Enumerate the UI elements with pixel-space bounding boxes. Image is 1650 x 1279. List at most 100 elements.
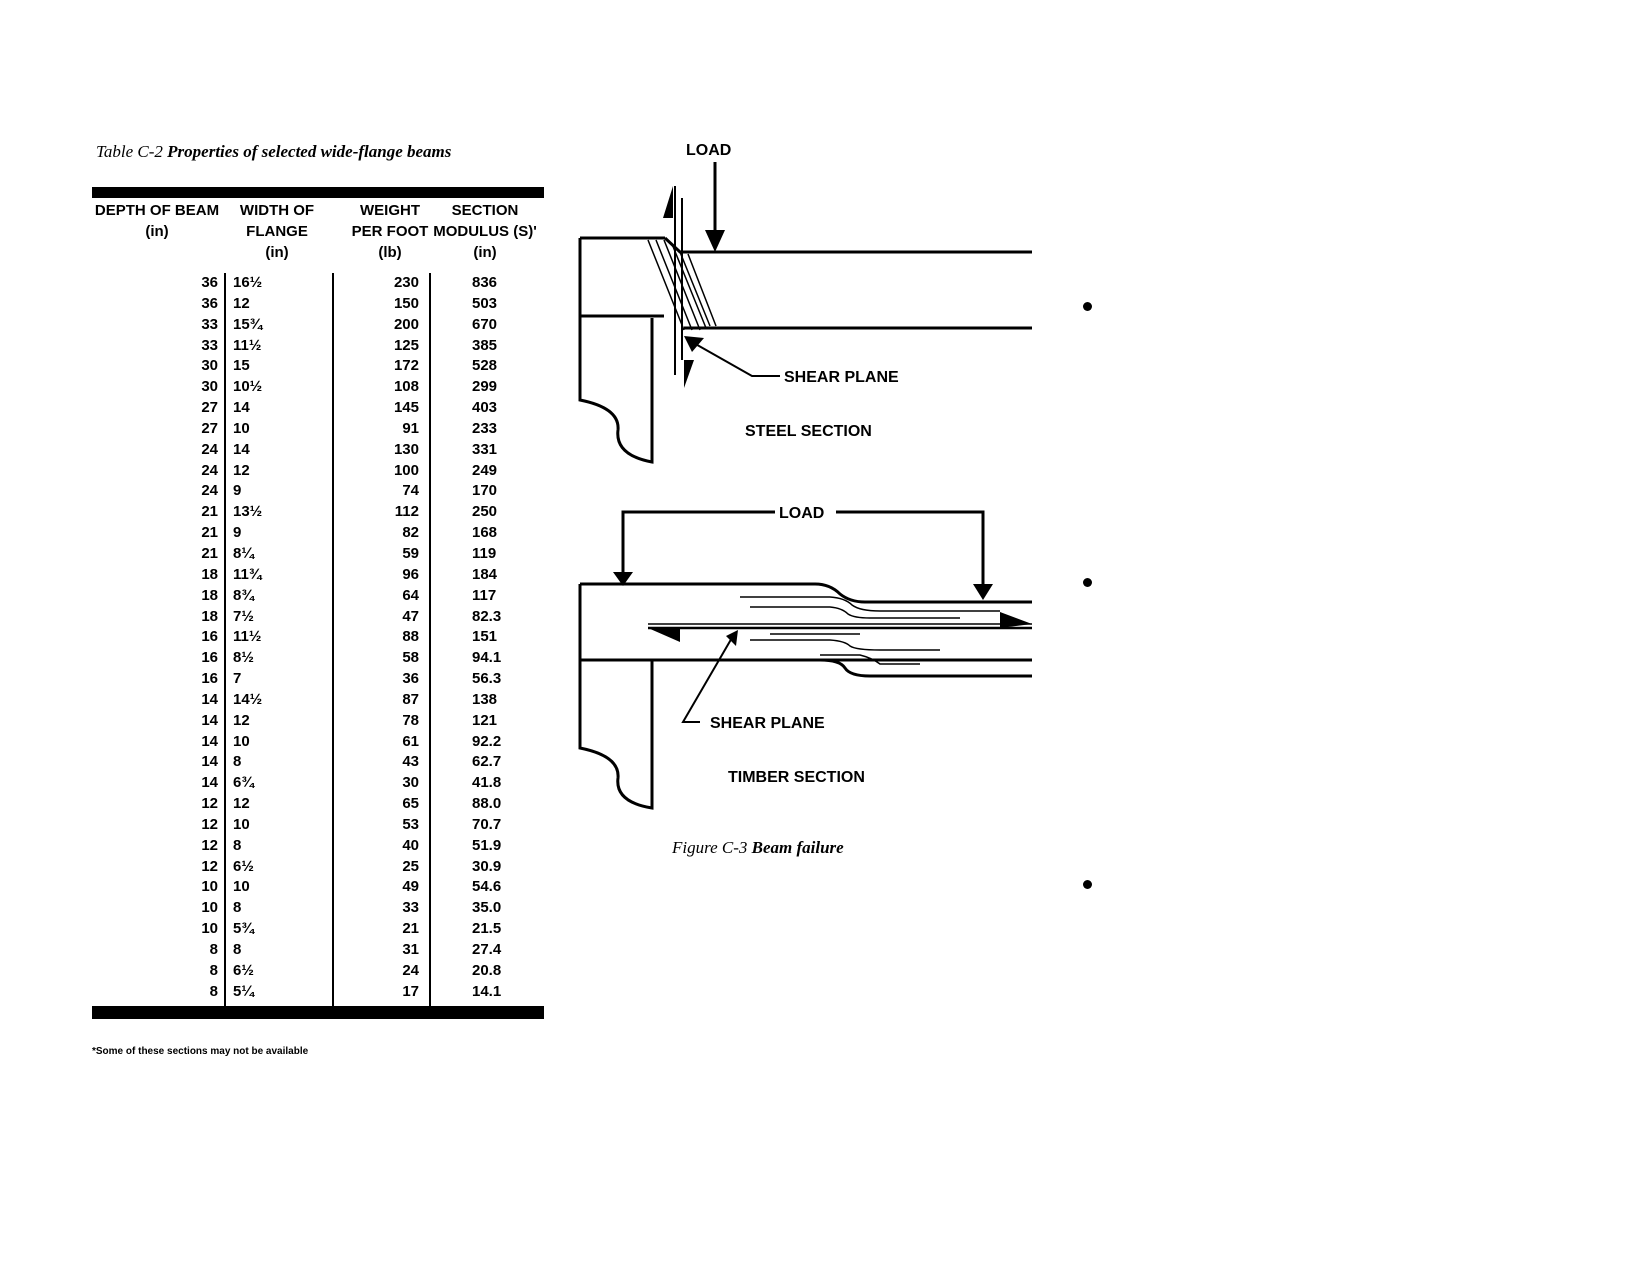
cell-weight: 200	[393, 315, 419, 333]
cell-flange-width: 6½	[233, 857, 254, 875]
figure-caption-main: Beam failure	[751, 838, 844, 857]
steel-shear-arrow-leader	[684, 336, 704, 352]
column-separator	[332, 273, 334, 1009]
steel-load-arrowhead	[705, 230, 725, 252]
timber-load-label: LOAD	[779, 505, 824, 522]
cell-depth: 10	[201, 899, 218, 917]
cell-weight: 40	[402, 836, 419, 854]
cell-weight: 43	[402, 753, 419, 771]
cell-weight: 172	[393, 357, 419, 375]
cell-weight: 65	[402, 795, 419, 813]
cell-flange-width: 12	[233, 711, 250, 729]
cell-depth: 36	[201, 274, 218, 291]
cell-depth: 18	[201, 565, 218, 583]
cell-section-modulus: 119	[472, 544, 497, 562]
cell-weight: 31	[402, 941, 419, 958]
header-depth: DEPTH OF BEAM (in)	[94, 202, 220, 240]
cell-weight: 33	[402, 899, 419, 917]
margin-bullet	[1083, 880, 1092, 889]
cell-weight: 112	[394, 503, 419, 521]
cell-section-modulus: 331	[472, 440, 498, 458]
table-footnote: *Some of these sections may not be avail…	[92, 1046, 309, 1057]
cell-flange-width: 7½	[233, 607, 254, 625]
figure-caption: Figure C-3 Beam failure	[672, 838, 844, 858]
steel-shear-label: SHEAR PLANE	[784, 369, 899, 386]
cell-section-modulus: 250	[472, 503, 498, 521]
cell-weight: 74	[402, 482, 419, 500]
cell-depth: 14	[201, 732, 218, 750]
cell-section-modulus: 151	[472, 628, 498, 646]
timber-load-bracket	[621, 510, 775, 578]
cell-depth: 14	[201, 690, 218, 708]
cell-section-modulus: 51.9	[472, 836, 502, 854]
cell-weight: 91	[402, 419, 419, 437]
cell-flange-width: 11¾	[233, 565, 262, 583]
cell-section-modulus: 233	[472, 419, 498, 437]
cell-weight: 30	[402, 774, 419, 792]
cell-section-modulus: 670	[472, 315, 498, 333]
cell-flange-width: 10	[233, 419, 250, 437]
cell-depth: 16	[201, 628, 218, 646]
cell-depth: 10	[201, 920, 218, 938]
margin-bullet	[1083, 302, 1092, 311]
cell-weight: 88	[402, 628, 419, 646]
cell-flange-width: 9	[233, 482, 242, 500]
steel-load-label: LOAD	[686, 142, 731, 159]
timber-load-arrowhead-left	[613, 572, 633, 586]
cell-depth: 14	[201, 753, 218, 771]
cell-depth: 12	[201, 795, 218, 813]
timber-leader-arrowhead	[726, 630, 738, 646]
cell-depth: 21	[201, 524, 218, 542]
cell-flange-width: 8	[233, 899, 242, 917]
cell-flange-width: 15	[233, 357, 250, 375]
cell-flange-width: 10	[233, 878, 250, 896]
timber-shear-lines	[648, 596, 1032, 665]
cell-section-modulus: 121	[472, 711, 498, 729]
steel-leader-line	[691, 341, 780, 377]
cell-weight: 96	[402, 565, 419, 583]
timber-load-arrowhead-right	[973, 584, 993, 600]
cell-weight: 58	[402, 649, 419, 667]
timber-beam-top	[580, 582, 1032, 604]
cell-section-modulus: 385	[472, 336, 498, 354]
cell-depth: 8	[209, 961, 218, 979]
cell-section-modulus: 117	[472, 586, 497, 604]
timber-shear-arrowhead-left	[648, 628, 680, 642]
cell-depth: 16	[201, 649, 218, 667]
cell-flange-width: 16½	[233, 274, 263, 291]
cell-weight: 108	[393, 378, 419, 396]
cell-section-modulus: 56.3	[472, 670, 502, 688]
timber-beam-bottom	[660, 658, 1032, 678]
cell-depth: 8	[209, 941, 218, 958]
cell-weight: 87	[402, 690, 419, 708]
cell-weight: 24	[402, 961, 419, 979]
cell-section-modulus: 54.6	[472, 878, 502, 896]
cell-section-modulus: 94.1	[472, 649, 502, 667]
cell-flange-width: 15¾	[233, 315, 263, 333]
cell-depth: 18	[201, 607, 218, 625]
cell-depth: 36	[201, 294, 218, 312]
cell-weight: 82	[402, 524, 419, 542]
cell-flange-width: 6½	[233, 961, 254, 979]
cell-depth: 21	[201, 503, 218, 521]
cell-flange-width: 13½	[233, 503, 263, 521]
cell-flange-width: 8	[233, 753, 242, 771]
cell-depth: 27	[201, 399, 218, 417]
header-width: WIDTH OF FLANGE (in)	[239, 202, 315, 261]
cell-depth: 12	[201, 815, 218, 833]
steel-section-drawing	[578, 186, 1032, 464]
